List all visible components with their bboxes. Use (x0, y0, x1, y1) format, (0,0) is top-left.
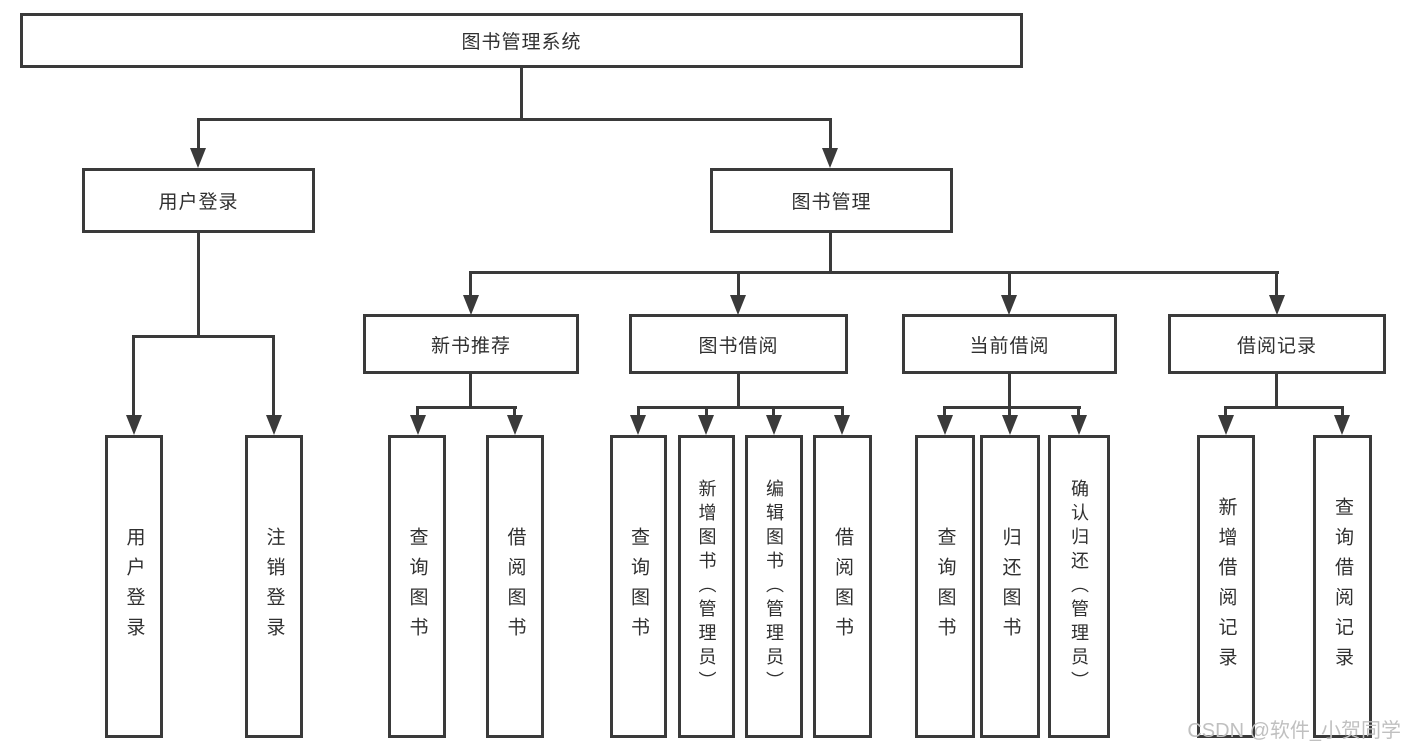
node-borrow-records: 借阅记录 (1168, 314, 1386, 374)
leaf-logout: 注销登录 (245, 435, 303, 738)
leaf-nb-borrow-books: 借阅图书 (486, 435, 544, 738)
leaf-label: 查询图书 (934, 526, 956, 647)
leaf-user-login: 用户登录 (105, 435, 163, 738)
leaf-label: 新增借阅记录 (1215, 496, 1237, 677)
node-label: 用户登录 (158, 192, 239, 213)
connector-nb-borrow-stub (513, 406, 516, 417)
leaf-b-edit-books-admin: 编辑图书（管理员） (745, 435, 803, 738)
connector-book-mgmt-hline (469, 271, 1279, 274)
leaf-label: 查询图书 (406, 526, 428, 647)
leaf-b-add-books-admin: 新增图书（管理员） (678, 435, 735, 738)
csdn-watermark: CSDN @软件_小贺同学 (1187, 720, 1401, 742)
connector-r-add-stub (1224, 406, 1227, 417)
leaf-b-query-books: 查询图书 (610, 435, 667, 738)
node-library-management-system: 图书管理系统 (20, 13, 1023, 68)
connector-b-add-stub (705, 406, 708, 417)
connector-borrowing-hline (637, 406, 844, 409)
connector-current-stub (1008, 271, 1011, 297)
node-label: 图书借阅 (698, 335, 779, 357)
connector-b-borrow-stub (841, 406, 844, 417)
connector-c-query-stub (943, 406, 946, 417)
connector-records-hline (1224, 406, 1344, 409)
leaf-c-query-books: 查询图书 (915, 435, 975, 738)
connector-borrowing-stub (737, 271, 740, 297)
leaf-label: 查询图书 (628, 526, 649, 647)
connector-user-login-vline (197, 233, 200, 335)
leaf-b-borrow-books: 借阅图书 (813, 435, 872, 738)
leaf-label: 新增图书（管理员） (696, 478, 717, 695)
connector-leaf-login-stub (132, 335, 135, 417)
connector-book-mgmt-vline (829, 233, 832, 273)
connector-root-hline (197, 118, 832, 121)
connector-current-vline (1008, 374, 1011, 408)
leaf-c-return-books: 归还图书 (980, 435, 1040, 738)
node-label: 当前借阅 (969, 335, 1050, 357)
connector-to-user-login-stub (197, 118, 200, 150)
leaf-c-confirm-return-admin: 确认归还（管理员） (1048, 435, 1110, 738)
connector-to-book-mgmt-stub (829, 118, 832, 150)
node-book-borrowing: 图书借阅 (629, 314, 848, 374)
leaf-label: 用户登录 (123, 526, 145, 647)
node-label: 图书管理系统 (461, 32, 582, 53)
connector-current-hline (943, 406, 1081, 409)
connector-b-query-stub (637, 406, 640, 417)
connector-c-confirm-stub (1077, 406, 1080, 417)
leaf-r-query-record: 查询借阅记录 (1313, 435, 1372, 738)
connector-newbook-hline (416, 406, 517, 409)
connector-records-vline (1275, 374, 1278, 408)
leaf-r-add-record: 新增借阅记录 (1197, 435, 1255, 738)
arrow-to-c-return (1002, 415, 1018, 435)
arrow-to-r-add (1218, 415, 1234, 435)
arrow-to-user-login (190, 148, 206, 168)
leaf-label: 确认归还（管理员） (1069, 478, 1089, 695)
node-label: 借阅记录 (1236, 335, 1317, 357)
arrow-to-leaf-login (126, 415, 142, 435)
leaf-label: 借阅图书 (832, 526, 853, 647)
arrow-to-c-query (937, 415, 953, 435)
arrow-to-newbook (463, 295, 479, 315)
arrow-to-records (1269, 295, 1285, 315)
leaf-label: 借阅图书 (504, 526, 526, 647)
leaf-label: 归还图书 (999, 526, 1021, 647)
node-label: 图书管理 (791, 192, 872, 213)
connector-root-vline (520, 68, 523, 120)
connector-b-edit-stub (772, 406, 775, 417)
arrow-to-b-add (698, 415, 714, 435)
connector-r-query-stub (1341, 406, 1344, 417)
arrow-to-c-confirm (1071, 415, 1087, 435)
leaf-nb-query-books: 查询图书 (388, 435, 446, 738)
leaf-label: 编辑图书（管理员） (764, 478, 784, 695)
leaf-label: 注销登录 (263, 526, 285, 647)
connector-newbook-stub (469, 271, 472, 297)
node-new-book-recommend: 新书推荐 (363, 314, 579, 374)
arrow-to-nb-query (410, 415, 426, 435)
arrow-to-current (1001, 295, 1017, 315)
connector-borrowing-vline (737, 374, 740, 408)
arrow-to-r-query (1334, 415, 1350, 435)
node-label: 新书推荐 (430, 335, 511, 357)
arrow-to-b-query (630, 415, 646, 435)
leaf-label: 查询借阅记录 (1332, 496, 1353, 677)
connector-newbook-vline (469, 374, 472, 408)
node-current-borrowing: 当前借阅 (902, 314, 1117, 374)
arrow-to-b-edit (766, 415, 782, 435)
node-book-management: 图书管理 (710, 168, 953, 233)
arrow-to-b-borrow (834, 415, 850, 435)
connector-records-stub (1275, 271, 1278, 297)
connector-nb-query-stub (416, 406, 419, 417)
arrow-to-book-mgmt (822, 148, 838, 168)
connector-c-return-stub (1008, 406, 1011, 417)
connector-user-login-hline (132, 335, 275, 338)
arrow-to-borrowing (730, 295, 746, 315)
arrow-to-nb-borrow (507, 415, 523, 435)
arrow-to-leaf-logout (266, 415, 282, 435)
node-user-login: 用户登录 (82, 168, 315, 233)
connector-leaf-logout-stub (272, 335, 275, 417)
